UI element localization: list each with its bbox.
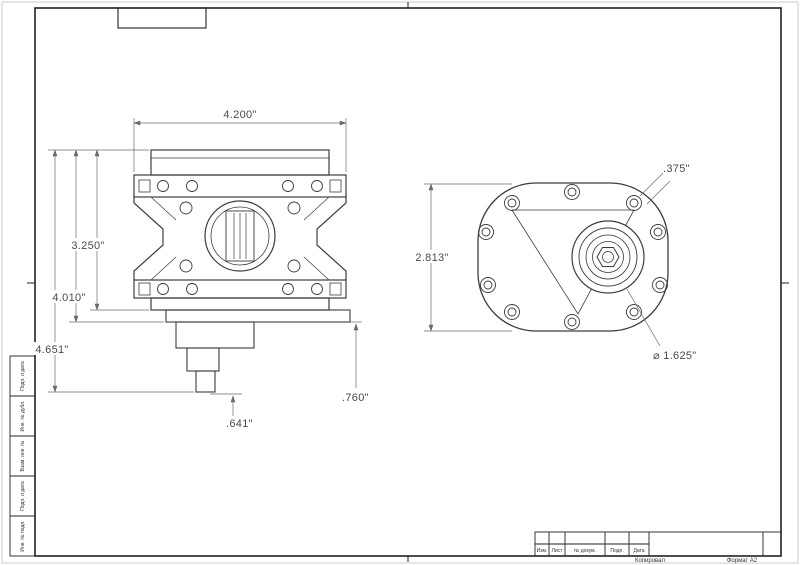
- bottom-flange: [133, 279, 347, 299]
- title-block-col: Лист: [552, 548, 564, 554]
- dim-height1-label: 3.250": [71, 240, 104, 252]
- flange-pad: [329, 282, 342, 296]
- label-halo: [51, 290, 88, 303]
- dim-hub-label: ⌀ 1.625": [653, 350, 697, 362]
- title-block-col: Изм.: [537, 548, 548, 554]
- bolt-hole: [311, 283, 323, 295]
- label-halo: [412, 250, 451, 263]
- flange-pad: [138, 282, 151, 296]
- drawing-frame: [34, 7, 782, 557]
- perimeter-bolts: [478, 184, 668, 330]
- bolt-hole: [186, 180, 198, 192]
- end-view: [477, 182, 669, 332]
- revision-column: Подп. и дата Инв. № дубл. Взам. инв. № П…: [9, 355, 36, 557]
- bolt-hole: [287, 201, 301, 215]
- outlet-step-2: [186, 347, 220, 372]
- shaft: [195, 370, 216, 393]
- top-flange: [133, 174, 347, 198]
- bolt-hole: [179, 259, 193, 273]
- label-halo: [34, 342, 71, 355]
- front-view: [133, 149, 351, 393]
- outlet-plate: [165, 309, 351, 323]
- side-label: Инв. № дубл.: [20, 401, 26, 432]
- center-port-inner: [210, 206, 270, 266]
- dim-step-label: .760": [342, 392, 369, 404]
- dim-height2-label: 4.010": [52, 292, 85, 304]
- outlet-step-1: [175, 321, 255, 349]
- side-label: Взам. инв. №: [20, 441, 26, 472]
- body-left-profile: [133, 197, 164, 280]
- body-ribs: [150, 196, 330, 281]
- bolt-hole: [282, 283, 294, 295]
- footer-copied-label: Копировал: [635, 558, 666, 564]
- center-marks: [27, 2, 789, 562]
- title-block: Изм. Лист № докум. Подп. Дата Копировал …: [534, 531, 782, 564]
- flange-pad: [329, 179, 342, 193]
- bolt-hole: [282, 180, 294, 192]
- bolt-hole: [179, 201, 193, 215]
- side-label: Инв. № подл.: [20, 520, 26, 551]
- housing-outline: [477, 182, 669, 332]
- side-label: Подп. и дата: [20, 481, 26, 511]
- title-block-col: Дата: [633, 548, 644, 554]
- rotor: [225, 210, 255, 262]
- flange-pad: [138, 179, 151, 193]
- label-halo: [70, 238, 107, 251]
- title-block-col: № докум.: [574, 548, 596, 554]
- dim-height3-label: 4.651": [35, 344, 68, 356]
- bolt-hole: [311, 180, 323, 192]
- top-cap: [150, 149, 330, 176]
- dim-width-label: 4.200": [223, 109, 256, 121]
- side-label: Подп. и дата: [20, 361, 26, 391]
- bolt-hole: [157, 283, 169, 295]
- revision-column-box: [9, 355, 36, 557]
- bolt-hole: [157, 180, 169, 192]
- dim-shaft-label: .641": [226, 418, 253, 430]
- dimension-labels: 4.200" 3.250" 4.010" 4.651" .641" .760" …: [34, 109, 697, 430]
- center-hub: [571, 220, 645, 294]
- dim-bolt-label: .375": [663, 163, 690, 175]
- dim-endheight-label: 2.813": [415, 252, 448, 264]
- hex-nut: [596, 247, 620, 267]
- stamp-duplicate-box: [117, 7, 207, 29]
- bottom-cap: [150, 297, 330, 311]
- bolt-hole: [186, 283, 198, 295]
- bolt-hole: [287, 259, 301, 273]
- body-right-profile: [316, 197, 347, 280]
- title-block-col: Подп.: [610, 548, 623, 554]
- footer-format-label: Формат А2: [727, 558, 758, 564]
